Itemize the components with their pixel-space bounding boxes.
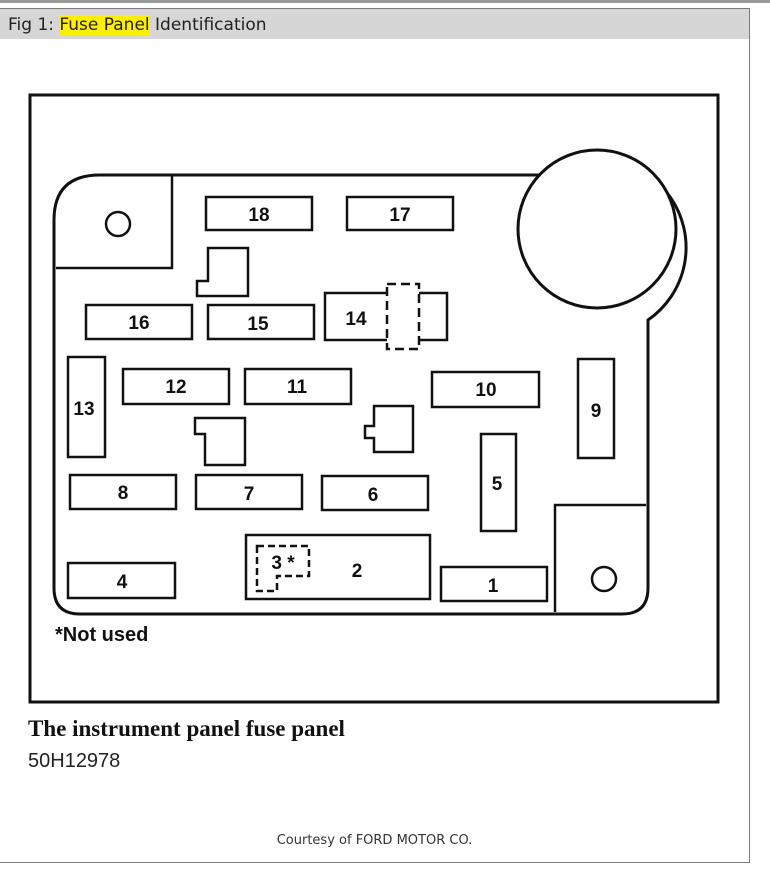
fuse-4: 4 <box>66 561 177 600</box>
fuse-label: 16 <box>128 313 149 334</box>
fuse-label: 1 <box>488 576 499 597</box>
mount-hole-bottom-right <box>590 565 618 593</box>
fuse-12: 12 <box>121 367 231 406</box>
fuse-label: 18 <box>248 205 269 226</box>
fuse-10: 10 <box>430 370 541 409</box>
mount-block-bottom-right <box>553 503 646 612</box>
fuse-9: 9 <box>576 357 616 460</box>
fuse-label: 3 * <box>271 553 295 574</box>
figure-title-suffix: Identification <box>149 15 267 35</box>
mount-block-top-left <box>56 176 174 270</box>
figure-title-bar: Fig 1: Fuse Panel Identification <box>0 9 749 39</box>
fuse-5: 5 <box>479 432 518 533</box>
fuse-7: 7 <box>194 473 304 511</box>
figure-title-prefix: Fig 1: <box>8 15 60 35</box>
fuse-label: 6 <box>368 485 379 506</box>
fuse-label: 7 <box>244 484 255 505</box>
fuse-14: 14 <box>323 282 449 351</box>
fuse-18: 18 <box>204 195 314 232</box>
fuse-17: 17 <box>345 195 455 232</box>
fuse-label: 8 <box>118 483 129 504</box>
fuse-8: 8 <box>68 473 178 511</box>
fuse-label: 14 <box>345 309 367 330</box>
fuse-15: 15 <box>206 303 316 341</box>
figure-title-highlight: Fuse Panel <box>59 15 150 35</box>
connector-block <box>193 416 247 467</box>
connector-block <box>363 404 415 454</box>
connector-block <box>195 246 250 298</box>
figure-frame: Fig 1: Fuse Panel Identification <box>0 8 750 863</box>
fuse-13: 13 <box>66 355 107 459</box>
fuse-label: 12 <box>165 377 186 398</box>
not-used-note: *Not used <box>55 624 148 646</box>
mount-hole-top-left <box>104 210 132 238</box>
window-top-border <box>0 0 770 3</box>
figure-title: Fig 1: Fuse Panel Identification <box>8 15 267 35</box>
fuse-label: 11 <box>287 377 308 398</box>
fuse-label: 13 <box>73 399 94 420</box>
figure-caption: The instrument panel fuse panel <box>28 716 345 741</box>
courtesy-credit: Courtesy of FORD MOTOR CO. <box>276 833 473 848</box>
fuse-6: 6 <box>320 474 430 512</box>
fuse-2: 2 <box>244 533 432 601</box>
fuse-1: 1 <box>439 565 549 603</box>
fuse-label: 2 <box>352 561 363 582</box>
fuse-16: 16 <box>84 303 194 341</box>
fuse-label: 10 <box>475 380 496 401</box>
fuse-label: 9 <box>591 401 602 422</box>
fuse-label: 4 <box>117 572 128 593</box>
round-relay <box>516 148 678 310</box>
fuse-label: 15 <box>247 314 269 335</box>
fuse-label: 17 <box>389 205 410 226</box>
drawing-border <box>28 93 720 704</box>
fuse-label: 5 <box>492 474 503 495</box>
fuse-11: 11 <box>243 367 353 406</box>
figure-code: 50H12978 <box>28 750 121 772</box>
fuse-3: 3 * <box>255 544 311 593</box>
